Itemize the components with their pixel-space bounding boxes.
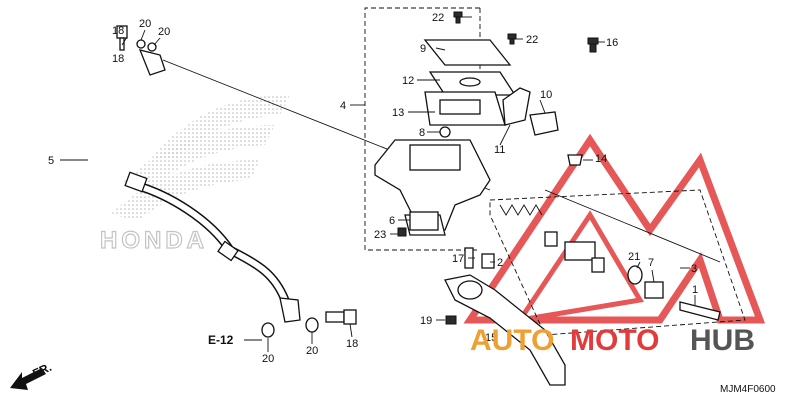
clutch-switch <box>397 211 439 237</box>
callout-8: 8 <box>419 127 425 139</box>
callout-6: 6 <box>389 215 395 227</box>
callout-18: 18 <box>112 53 124 65</box>
callout-23: 23 <box>374 229 386 241</box>
screws-top <box>453 11 599 53</box>
callout-20: 20 <box>262 353 274 365</box>
callout-7: 7 <box>648 257 654 269</box>
callout-18: 18 <box>346 338 358 350</box>
callout-13: 13 <box>392 107 404 119</box>
callout-17: 17 <box>452 253 464 265</box>
callout-labels: 18 20 20 18 5 4 22 22 9 12 13 8 11 10 16… <box>48 12 698 365</box>
front-direction-arrow: FR. <box>10 360 54 390</box>
honda-wing-watermark: HONDA <box>99 95 290 255</box>
diagram-code: MJM4F0600 <box>720 384 776 395</box>
callout-21: 21 <box>628 251 640 263</box>
brand-hub: HUB <box>690 324 755 357</box>
callout-2: 2 <box>497 257 503 269</box>
callout-20: 20 <box>139 18 151 30</box>
callout-16: 16 <box>606 37 618 49</box>
clutch-lever <box>444 274 566 386</box>
callout-22: 22 <box>526 34 538 46</box>
clutch-hose <box>84 49 301 323</box>
callout-10: 10 <box>540 89 552 101</box>
brand-auto: AUTO <box>470 324 554 357</box>
callout-19: 19 <box>420 315 432 327</box>
automotohub-triangle-logo <box>463 133 766 324</box>
callout-22: 22 <box>432 12 444 24</box>
callout-20: 20 <box>158 26 170 38</box>
honda-logo-text: HONDA <box>100 227 208 254</box>
callout-5: 5 <box>48 155 54 167</box>
reservoir-cap-stack <box>423 39 517 138</box>
piston-group-box <box>489 189 746 336</box>
callout-12: 12 <box>402 75 414 87</box>
leader-lines <box>60 16 696 352</box>
callout-4: 4 <box>340 100 346 112</box>
automotohub-wordmark: AUTO MOTO HUB <box>470 324 755 357</box>
callout-9: 9 <box>420 43 426 55</box>
callout-3: 3 <box>691 263 697 275</box>
callout-1: 1 <box>692 284 698 296</box>
master-cylinder-group-box <box>364 7 480 251</box>
callout-11: 11 <box>494 144 505 156</box>
piston-assembly <box>499 204 721 321</box>
callout-15: 15 <box>485 332 497 344</box>
callout-18: 18 <box>112 25 124 37</box>
reference-e12: E-12 <box>208 333 234 347</box>
callout-20: 20 <box>306 345 318 357</box>
direction-label: FR. <box>30 360 53 381</box>
switch-bracket <box>502 87 559 136</box>
brand-moto: MOTO <box>570 324 659 357</box>
pivot-boot <box>567 154 583 166</box>
banjo-bolt-bottom <box>261 309 357 338</box>
callout-14: 14 <box>595 153 607 165</box>
